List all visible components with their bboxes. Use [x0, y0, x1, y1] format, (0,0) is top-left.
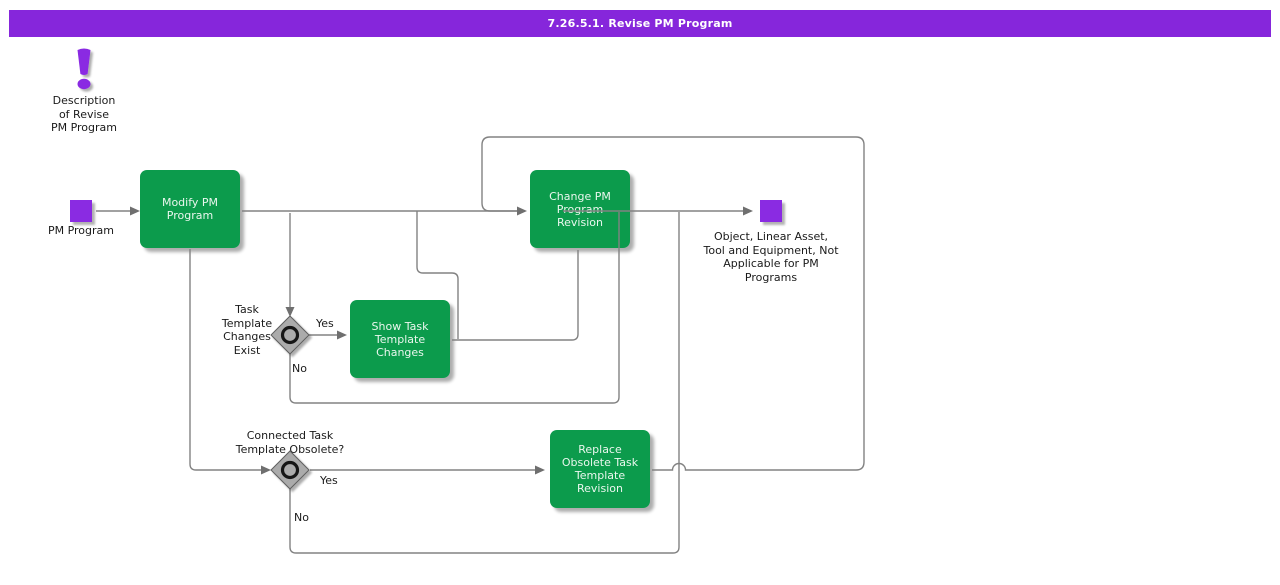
arrowhead: [261, 465, 271, 475]
end-event-label: Object, Linear Asset, Tool and Equipment…: [703, 230, 839, 284]
gateway1-no-label: No: [292, 362, 307, 375]
end-event-marker[interactable]: [760, 200, 782, 222]
arrowhead: [337, 330, 347, 340]
start-event-marker[interactable]: [70, 200, 92, 222]
arrowhead: [743, 206, 753, 216]
gateway1-yes-label: Yes: [316, 317, 334, 330]
task-replace-obsolete-task-template-revision[interactable]: Replace Obsolete Task Template Revision: [550, 430, 650, 508]
start-event-label: PM Program: [47, 224, 115, 237]
description-note-label: Description of Revise PM Program: [50, 94, 118, 134]
diagram-title: 7.26.5.1. Revise PM Program: [547, 17, 733, 30]
gateway-task-template-changes-exist[interactable]: [270, 315, 310, 355]
task-change-pm-program-revision[interactable]: Change PM Program Revision: [530, 170, 630, 248]
arrowhead: [517, 206, 527, 216]
gateway1-question-label: Task Template Changes Exist: [221, 303, 273, 357]
arrowhead: [535, 465, 545, 475]
description-note-icon[interactable]: [77, 48, 91, 90]
arrowhead: [130, 206, 140, 216]
connector-show-output: [452, 250, 579, 341]
gateway-connected-task-template-obsolete[interactable]: [270, 450, 310, 490]
task-modify-pm-program[interactable]: Modify PM Program: [140, 170, 240, 248]
title-bar: 7.26.5.1. Revise PM Program: [9, 10, 1271, 37]
task-show-task-template-changes[interactable]: Show Task Template Changes: [350, 300, 450, 378]
gateway2-no-label: No: [294, 511, 309, 524]
gateway2-yes-label: Yes: [320, 474, 338, 487]
